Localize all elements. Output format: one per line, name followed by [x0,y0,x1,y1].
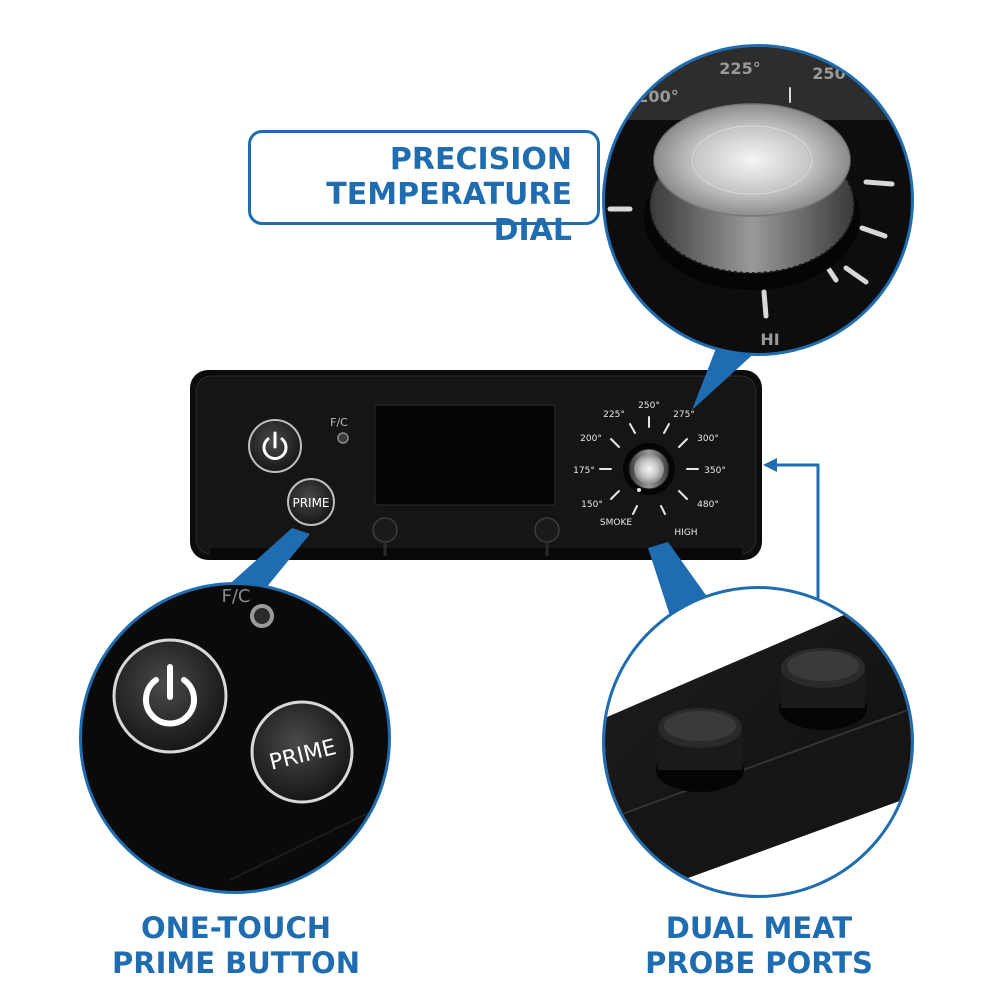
dial-label-250: 250° [638,401,660,411]
zoom-probe-cap-right [779,648,867,730]
dial-label-high: HIGH [674,528,697,538]
prime-callout-line2: PRIME BUTTON [112,946,360,981]
zoom-prime-button: PRIME [250,700,354,804]
power-button[interactable] [248,419,302,473]
dial-callout-label: PRECISION TEMPERATURE DIAL [250,142,572,248]
prime-button[interactable]: PRIME [287,478,335,526]
fc-indicator-light [337,432,349,444]
probes-callout-line1: DUAL MEAT [665,911,853,945]
dial-label-300: 300° [697,434,719,444]
probes-callout-line2: PROBE PORTS [645,946,873,981]
dial-label-480: 480° [697,500,719,510]
probes-callout-label: DUAL MEAT PROBE PORTS [625,911,893,982]
zoom-power-button [112,638,228,754]
dial-label-smoke: SMOKE [600,518,632,528]
zoom-fc-fragment: F/C [222,586,251,607]
dial-callout-line1: PRECISION [389,142,572,177]
prime-button-label: PRIME [292,496,329,510]
prime-callout-label: ONE-TOUCH PRIME BUTTON [100,911,372,982]
zoom-power-icon [143,664,197,727]
fc-label: F/C [330,416,348,429]
zoom-dial-225: 225° [719,59,760,78]
dial-callout-box [248,130,600,225]
dial-ticks [599,416,699,515]
probe-connector-arrow [763,458,820,600]
dial-label-350: 350° [704,466,726,476]
dial-zoom-circle: 200° 225° 250° HI [602,44,914,356]
dial-label-200: 200° [580,434,602,444]
display-screen [374,404,556,506]
power-icon [262,431,288,460]
dial-callout-line2: TEMPERATURE DIAL [326,177,572,248]
zoom-dial-high-fragment: HI [760,330,779,349]
probe-port-right[interactable] [534,517,560,556]
probe-zoom-circle [602,586,914,898]
prime-callout-line1: ONE-TOUCH [140,911,332,945]
zoom-probe-cap-left [656,708,744,792]
dial-label-275: 275° [673,410,695,420]
temperature-dial[interactable]: SMOKE 150° 175° 200° 225° 250° 275° 300°… [573,401,726,538]
dial-label-150: 150° [581,500,603,510]
probe-port-left[interactable] [372,517,398,556]
prime-zoom-circle: F/C PRIME [79,582,391,894]
dial-pointer [692,338,760,410]
dial-label-175: 175° [573,466,595,476]
dial-label-225: 225° [603,410,625,420]
